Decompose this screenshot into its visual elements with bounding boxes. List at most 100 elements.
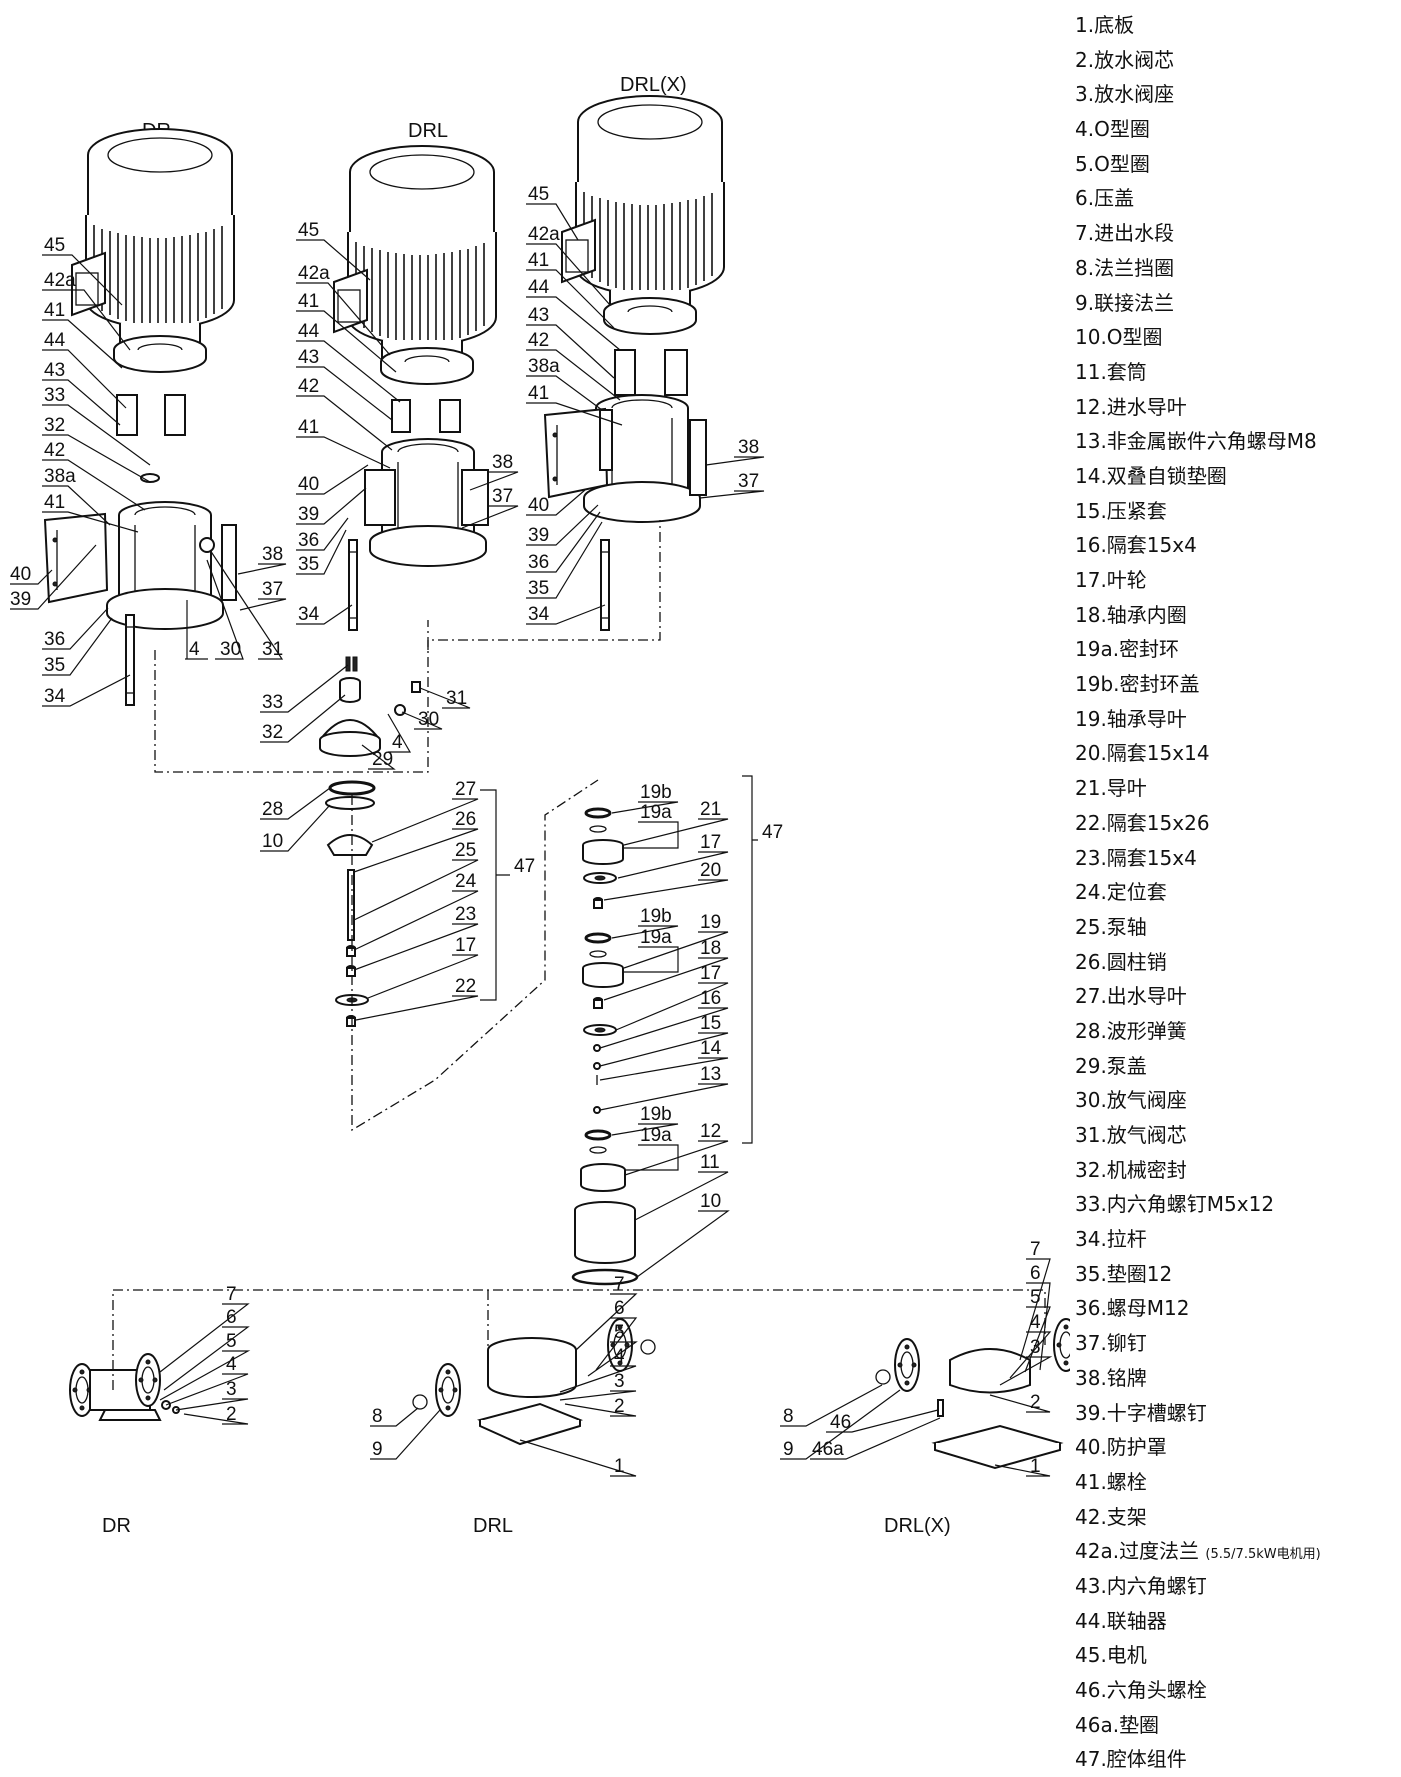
legend-item: 17.叶轮	[1075, 563, 1395, 598]
drl-motor-assembly	[333, 145, 497, 631]
legend-item: 39.十字槽螺钉	[1075, 1396, 1395, 1431]
legend-item-text: 31.放气阀芯	[1075, 1123, 1187, 1147]
legend-item-text: 40.防护罩	[1075, 1435, 1167, 1460]
dr-motor-assembly	[44, 128, 237, 706]
legend-item: 18.轴承内圈	[1075, 598, 1395, 633]
legend-item: 15.压紧套	[1075, 494, 1395, 529]
callouts-base-drl: 7 6 5 4 3 2 8 9 1	[370, 1274, 638, 1477]
legend-item-text: 30.放气阀座	[1075, 1088, 1187, 1113]
callout: 5	[1030, 1287, 1041, 1308]
legend-item-text: 5.O型圈	[1075, 151, 1150, 176]
legend-item-text: 14.双叠自锁垫圈	[1075, 463, 1227, 488]
callouts-drl-motor: 45 42a 41 44 43 42 41 40 39 36 35 34 38 …	[296, 220, 519, 625]
callout: 36	[528, 552, 549, 573]
legend-item: 45.电机	[1075, 1638, 1395, 1673]
legend-item-text: 19b.密封环盖	[1075, 672, 1200, 697]
callout: 23	[455, 904, 476, 925]
callout: 22	[455, 976, 476, 997]
callout: 33	[262, 692, 283, 713]
legend-item-text: 2.放水阀芯	[1075, 47, 1175, 72]
callout: 17	[455, 935, 476, 956]
callout: 43	[298, 347, 319, 368]
callout: 27	[455, 779, 476, 800]
callout: 44	[528, 277, 550, 298]
callout: 31	[446, 688, 467, 709]
callout: 47	[514, 856, 535, 877]
callout: 38	[262, 544, 283, 565]
callouts-base-dr: 7 6 5 4 3 2	[159, 1284, 251, 1425]
legend-item: 7.进出水段	[1075, 216, 1395, 251]
legend-item: 16.隔套15x4	[1075, 528, 1395, 563]
callout: 42a	[44, 270, 76, 291]
legend-item: 38.铭牌	[1075, 1361, 1395, 1396]
legend-item-text: 42.支架	[1075, 1504, 1147, 1529]
legend-item: 35.垫圈12	[1075, 1257, 1395, 1292]
callout: 46	[830, 1412, 851, 1433]
callout: 44	[44, 330, 66, 351]
callout: 42	[44, 440, 65, 461]
connection-lines	[112, 520, 1046, 1390]
legend-item-text: 20.隔套15x14	[1075, 741, 1210, 766]
callout: 9	[783, 1439, 794, 1460]
title-drl-top: DRL	[408, 120, 448, 142]
callout: 10	[700, 1191, 721, 1212]
legend-item: 42a.过度法兰 (5.5/7.5kW电机用)	[1075, 1534, 1395, 1569]
callout: 10	[262, 831, 283, 852]
legend-item-text: 28.波形弹簧	[1075, 1018, 1187, 1043]
callout: 5	[614, 1322, 625, 1343]
legend-item-text: 16.隔套15x4	[1075, 533, 1197, 558]
callout: 1	[614, 1456, 625, 1477]
callout: 2	[1030, 1392, 1041, 1413]
callout: 42a	[528, 224, 560, 245]
legend-item: 22.隔套15x26	[1075, 806, 1395, 841]
legend-item: 34.拉杆	[1075, 1222, 1395, 1257]
legend-item-text: 43.内六角螺钉	[1075, 1573, 1207, 1598]
callout: 41	[528, 383, 549, 404]
legend-item-text: 9.联接法兰	[1075, 290, 1175, 315]
callout: 43	[44, 360, 65, 381]
title-drlx-top: DRL(X)	[620, 74, 687, 96]
callouts-dr-motor: 45 42a 41 44 43 33 32 42 38a 41 40 39 36…	[10, 235, 287, 707]
callout: 1	[1030, 1456, 1041, 1477]
callout: 34	[528, 604, 550, 625]
legend-item: 40.防护罩	[1075, 1430, 1395, 1465]
callout: 21	[700, 799, 721, 820]
legend-item-text: 45.电机	[1075, 1643, 1147, 1668]
callout: 20	[700, 860, 721, 881]
callout: 31	[262, 639, 283, 660]
callout: 42a	[298, 263, 330, 284]
legend-item: 26.圆柱销	[1075, 945, 1395, 980]
callout: 41	[528, 250, 549, 271]
legend-item-text: 39.十字槽螺钉	[1075, 1400, 1207, 1425]
callout: 40	[528, 495, 549, 516]
legend-item-text: 34.拉杆	[1075, 1227, 1147, 1252]
callout: 47	[762, 822, 783, 843]
legend-item: 8.法兰挡圈	[1075, 251, 1395, 286]
legend-item: 43.内六角螺钉	[1075, 1569, 1395, 1604]
callouts-chamber: 19b 19a 21 47 17 20 19b 19a 19 18 17 16 …	[599, 775, 783, 1278]
callout: 40	[10, 564, 31, 585]
legend-item: 32.机械密封	[1075, 1153, 1395, 1188]
legend-item-text: 27.出水导叶	[1075, 984, 1187, 1009]
legend-item-text: 44.联轴器	[1075, 1608, 1167, 1633]
legend-item: 23.隔套15x4	[1075, 841, 1395, 876]
callout: 37	[262, 579, 283, 600]
legend-item: 42.支架	[1075, 1500, 1395, 1535]
callout: 32	[44, 415, 65, 436]
legend-item: 27.出水导叶	[1075, 979, 1395, 1014]
callout: 45	[44, 235, 65, 256]
legend-item-text: 19a.密封环	[1075, 637, 1180, 662]
callout: 2	[226, 1404, 237, 1425]
callout: 26	[455, 809, 476, 830]
callout: 3	[226, 1379, 237, 1400]
legend-item: 4.O型圈	[1075, 112, 1395, 147]
legend-item-text: 46a.垫圈	[1075, 1712, 1160, 1737]
callout: 7	[1030, 1239, 1041, 1260]
callout: 3	[614, 1371, 625, 1392]
callout: 6	[614, 1298, 625, 1319]
legend-item: 37.铆钉	[1075, 1326, 1395, 1361]
legend-item: 14.双叠自锁垫圈	[1075, 459, 1395, 494]
callout: 36	[298, 530, 319, 551]
drl-base-assembly	[412, 1318, 656, 1446]
legend-item: 28.波形弹簧	[1075, 1014, 1395, 1049]
